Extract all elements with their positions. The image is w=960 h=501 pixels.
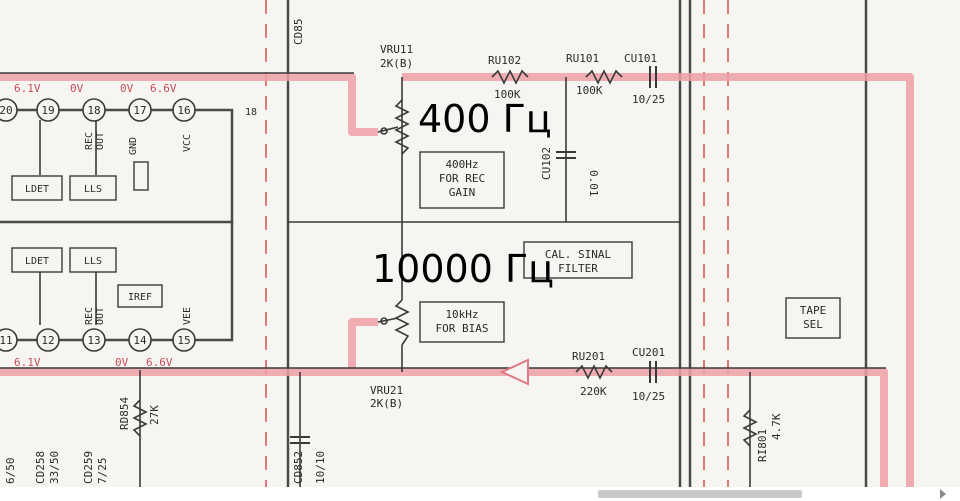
cd259-value: 7/25 (96, 458, 109, 485)
cd852-value: 10/10 (314, 451, 327, 484)
pin-label-rec-out-bottom: RECOUT (84, 307, 106, 325)
ri801-value: 4.7K (770, 413, 783, 440)
voltage-label: 0V (70, 82, 84, 95)
cu201-label: CU201 (632, 346, 665, 359)
ru102-resistor (491, 69, 529, 85)
ldet-block-bottom (11, 247, 63, 273)
ic-outline (0, 108, 234, 342)
gnd-diode-block (133, 161, 149, 191)
voltage-label: 0V (115, 356, 129, 369)
bias-box (419, 301, 505, 343)
ru101-resistor (585, 69, 623, 85)
rec-gain-box (419, 151, 505, 209)
ru201-label: RU201 (572, 350, 605, 363)
cu201-value: 10/25 (632, 390, 665, 403)
ldet-label-top: LDET (25, 184, 49, 195)
annotation-10khz: 10000 Гц (372, 247, 555, 291)
wires (0, 72, 886, 487)
rd854-resistor (132, 399, 148, 437)
scroll-right-arrow-icon[interactable] (940, 489, 946, 499)
ic-pin-13: 13 (87, 334, 100, 347)
ru102-value: 100K (494, 88, 521, 101)
cd259-label: CD259 (82, 451, 95, 484)
signal-traces (0, 73, 914, 487)
lls-block-top (69, 175, 117, 201)
ru101-value: 100K (576, 84, 603, 97)
lls-label-bottom: LLS (84, 256, 102, 267)
dashed-borders (265, 0, 729, 487)
ru201-value: 220K (580, 385, 607, 398)
ic-pin-14: 14 (133, 334, 147, 347)
ic-pin-19: 19 (41, 104, 54, 117)
cd852-label: CD852 (292, 451, 305, 484)
horizontal-scrollbar[interactable] (0, 487, 960, 501)
vru21-potentiometer (394, 299, 410, 346)
iref-block (117, 284, 163, 308)
vertical-rails (286, 0, 868, 487)
scrollbar-thumb[interactable] (598, 490, 802, 498)
ic-pin-circles (0, 98, 196, 352)
voltage-label: 6.6V (146, 356, 173, 369)
ic-pin-12: 12 (41, 334, 54, 347)
ic-pin-18: 18 (87, 104, 100, 117)
iref-label: IREF (128, 292, 152, 303)
voltage-label: 0V (120, 82, 134, 95)
signal-arrow-icon (499, 358, 529, 386)
cu102-label: CU102 (540, 147, 553, 180)
lls-block-bottom (69, 247, 117, 273)
vru21-label: VRU21 (370, 384, 403, 397)
ic-pin-20: 20 (0, 104, 13, 117)
ri801-label: RI801 (756, 429, 769, 462)
rd854-value: 27K (148, 405, 161, 425)
vru11-value: 2K(B) (380, 57, 413, 70)
vru11-potentiometer (394, 99, 410, 155)
cu101-value: 10/25 (632, 93, 665, 106)
annotation-400hz: 400 Гц (418, 97, 552, 141)
pin-label-rec-out-top: RECOUT (84, 132, 106, 150)
pin-label-gnd: GND (128, 137, 139, 155)
ru102-label: RU102 (488, 54, 521, 67)
ri801-resistor (742, 409, 758, 447)
cu102-value: 0.01 (587, 170, 600, 197)
circuit-schematic: 20 19 18 17 16 11 12 13 14 15 6.1V 0V 0V… (0, 0, 914, 487)
ru201-resistor (575, 364, 613, 380)
tape-sel-box (785, 297, 841, 339)
pin-label-vcc: VCC (182, 134, 193, 152)
voltage-label: 6.6V (150, 82, 177, 95)
vru11-label: VRU11 (380, 43, 413, 56)
cu101-label: CU101 (624, 52, 657, 65)
ldet-label-bottom: LDET (25, 256, 49, 267)
rd854-label: RD854 (118, 397, 131, 430)
voltage-label: 6.1V (14, 356, 41, 369)
cd85-label: CD85 (292, 19, 305, 46)
vru21-value: 2K(B) (370, 397, 403, 410)
pin-label-18: 18 (245, 107, 257, 118)
ru101-label: RU101 (566, 52, 599, 65)
cd258-label: CD258 (34, 451, 47, 484)
voltage-label: 6.1V (14, 82, 41, 95)
pin-label-vee: VEE (182, 307, 193, 325)
ic-pin-17: 17 (133, 104, 146, 117)
ic-pin-16: 16 (177, 104, 190, 117)
ic-pin-15: 15 (177, 334, 190, 347)
cal-signal-box (523, 241, 633, 279)
ldet-block-top (11, 175, 63, 201)
cd258-value: 33/50 (48, 451, 61, 484)
ic-pin-11: 11 (0, 334, 13, 347)
cd-left-value: 6/50 (4, 458, 17, 485)
lls-label-top: LLS (84, 184, 102, 195)
